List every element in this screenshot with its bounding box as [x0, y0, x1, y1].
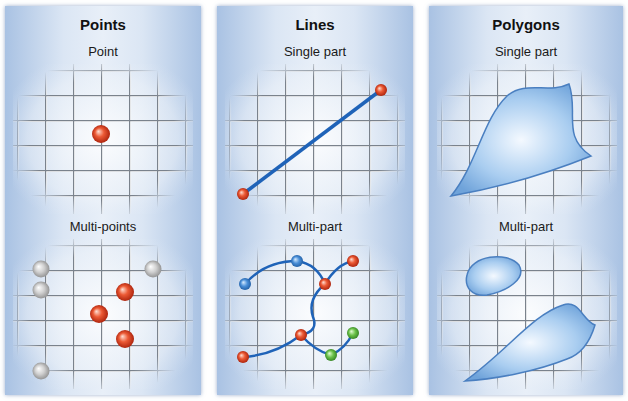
multipolygon-illustration: [437, 239, 617, 389]
example-panel: Single part: [217, 44, 413, 218]
panel-label: Single part: [217, 44, 413, 59]
example-panel: Multi-part: [429, 219, 623, 393]
point-illustration: [13, 64, 193, 214]
panel-label: Multi-part: [429, 219, 623, 234]
panel-label: Multi-part: [217, 219, 413, 234]
example-panel: Point: [5, 44, 201, 218]
panel-heading: Polygons: [429, 6, 623, 33]
panel-label: Point: [5, 44, 201, 59]
panel-label: Multi-points: [5, 219, 201, 234]
category-panel: PointsPoint Multi-points: [5, 6, 201, 395]
multiline-illustration: [225, 239, 405, 389]
example-panel: Single part: [429, 44, 623, 218]
category-panel: PolygonsSingle part Multi-part: [429, 6, 623, 395]
example-panel: Multi-points: [5, 219, 201, 393]
multipoint-illustration: [13, 239, 193, 389]
panel-label: Single part: [429, 44, 623, 59]
panel-heading: Lines: [217, 6, 413, 33]
example-panel: Multi-part: [217, 219, 413, 393]
panel-heading: Points: [5, 6, 201, 33]
category-panel: LinesSingle part Multi-part: [217, 6, 413, 395]
line-illustration: [225, 64, 405, 214]
polygon-illustration: [437, 64, 617, 214]
